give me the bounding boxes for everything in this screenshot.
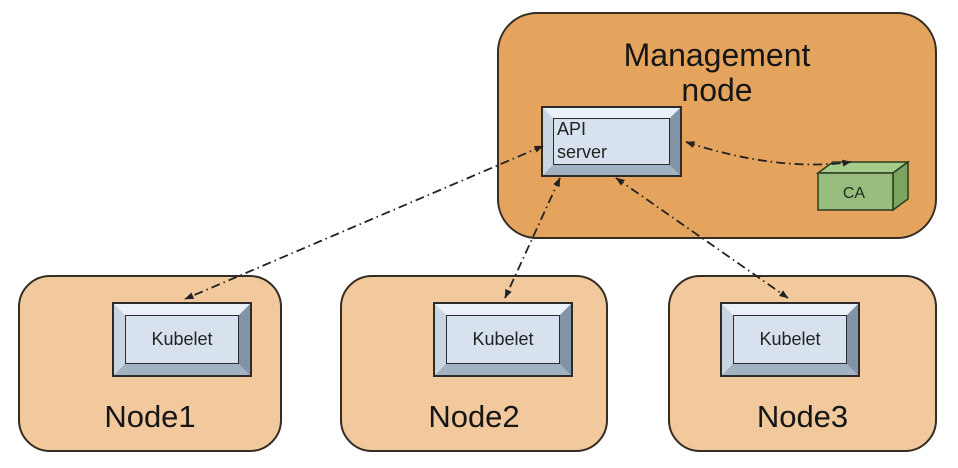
api-server-label-line2: server	[557, 142, 608, 162]
api-server-label: API server	[557, 118, 607, 164]
management-node-title-line2: node	[681, 72, 753, 108]
node1-box: Kubelet Node1	[18, 275, 282, 452]
node2-kubelet-label: Kubelet	[472, 329, 534, 349]
node2-label: Node2	[428, 399, 520, 434]
ca-box-front-face	[817, 172, 894, 211]
node3-kubelet-box: Kubelet	[722, 304, 858, 375]
node1-label: Node1	[104, 399, 196, 434]
node1-kubelet-label: Kubelet	[151, 329, 213, 349]
api-server-box: API server	[543, 108, 680, 175]
node2-box: Kubelet Node2	[340, 275, 608, 452]
ca-label: CA	[843, 185, 866, 202]
node1-kubelet-box: Kubelet	[114, 304, 250, 375]
node2-kubelet-box: Kubelet	[435, 304, 571, 375]
node3-box: Kubelet Node3	[668, 275, 937, 452]
node3-label: Node3	[756, 399, 849, 434]
node3-kubelet-label: Kubelet	[759, 329, 821, 349]
management-node-title: Management node	[499, 38, 935, 108]
api-server-label-line1: API	[557, 119, 587, 139]
ca-box: CA	[815, 160, 911, 212]
management-node-title-line1: Management	[623, 37, 811, 73]
